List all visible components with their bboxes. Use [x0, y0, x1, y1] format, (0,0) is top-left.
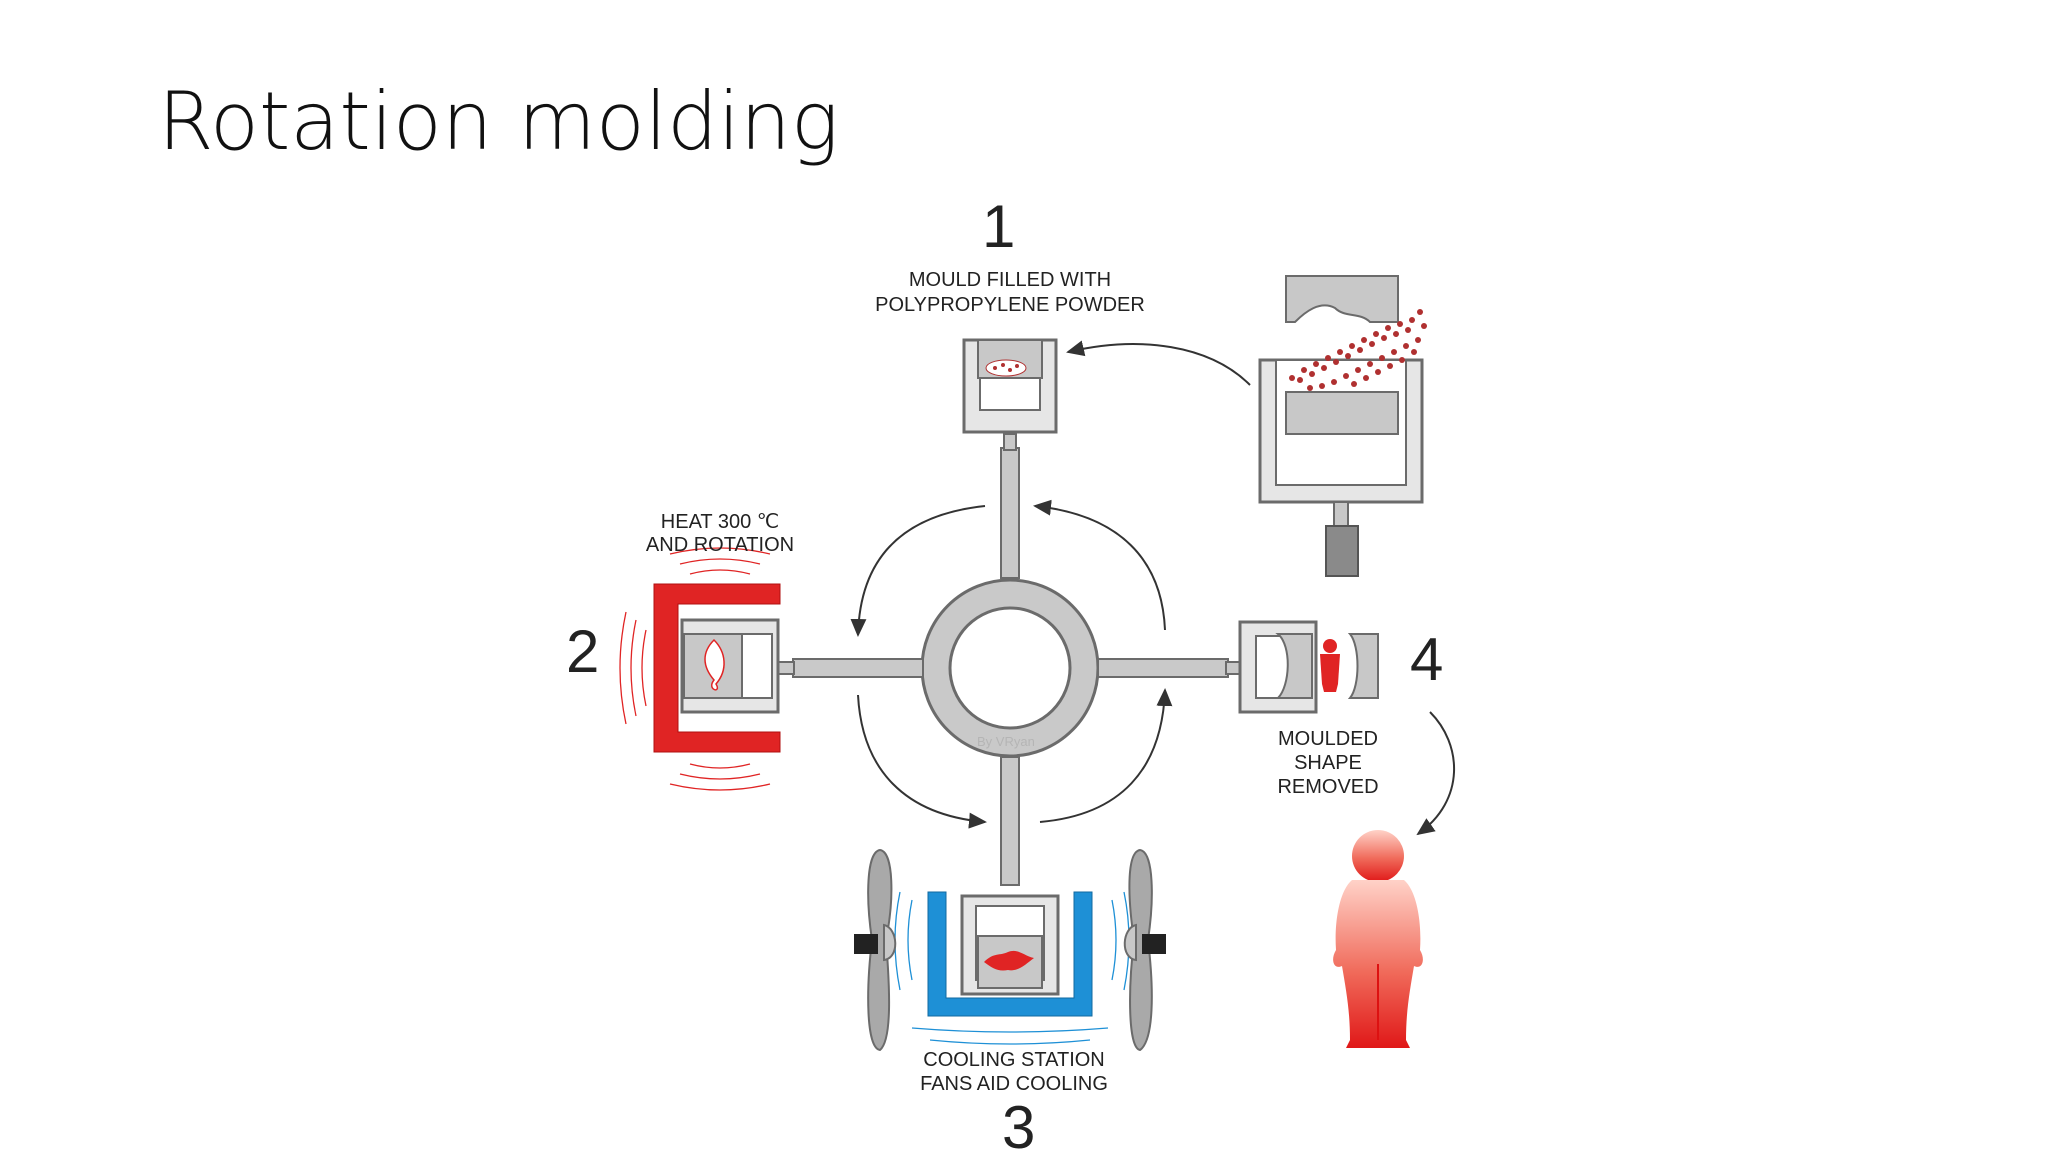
powder-particles [1289, 309, 1427, 391]
left-fan-icon [854, 848, 897, 1052]
watermark: By VRyan [977, 734, 1035, 749]
cooling-tank [927, 891, 1093, 1017]
heating-oven [653, 583, 781, 753]
station-1-caption-line-1: MOULD FILLED WITH [909, 269, 1111, 291]
station-4-number: 4 [1410, 626, 1443, 693]
station-1-mould [962, 338, 1058, 434]
station-2-mould [680, 618, 780, 714]
station-1-number: 1 [982, 193, 1015, 260]
powder-supply-mould [1258, 275, 1424, 577]
slide-title: Rotation molding [158, 75, 839, 168]
station-4-mould [1238, 620, 1379, 714]
station-3-mould [960, 894, 1060, 996]
central-hub [920, 578, 1100, 758]
station-4-caption-line-1: MOULDED [1278, 728, 1378, 750]
moulded-figure-person-icon [1333, 830, 1423, 1048]
station-2-caption-line-1: HEAT 300 ℃ [661, 511, 779, 533]
cooling-waves [894, 891, 1130, 1045]
station-2-number: 2 [566, 618, 599, 685]
station-4-caption-line-3: REMOVED [1277, 776, 1378, 798]
station-3-caption-line-2: FANS AID COOLING [920, 1073, 1108, 1095]
station-3-caption-line-1: COOLING STATION [923, 1049, 1105, 1071]
station-2-caption-line-2: AND ROTATION [646, 534, 794, 556]
removal-arrow [1416, 711, 1456, 836]
station-3-number: 3 [1002, 1094, 1035, 1152]
heat-waves [619, 547, 771, 791]
right-fan-icon [1123, 848, 1166, 1052]
station-1-caption-line-2: POLYPROPYLENE POWDER [875, 294, 1145, 316]
fill-arrow [1066, 340, 1251, 386]
rotation-arrows [850, 499, 1173, 829]
station-4-caption-line-2: SHAPE [1294, 752, 1362, 774]
